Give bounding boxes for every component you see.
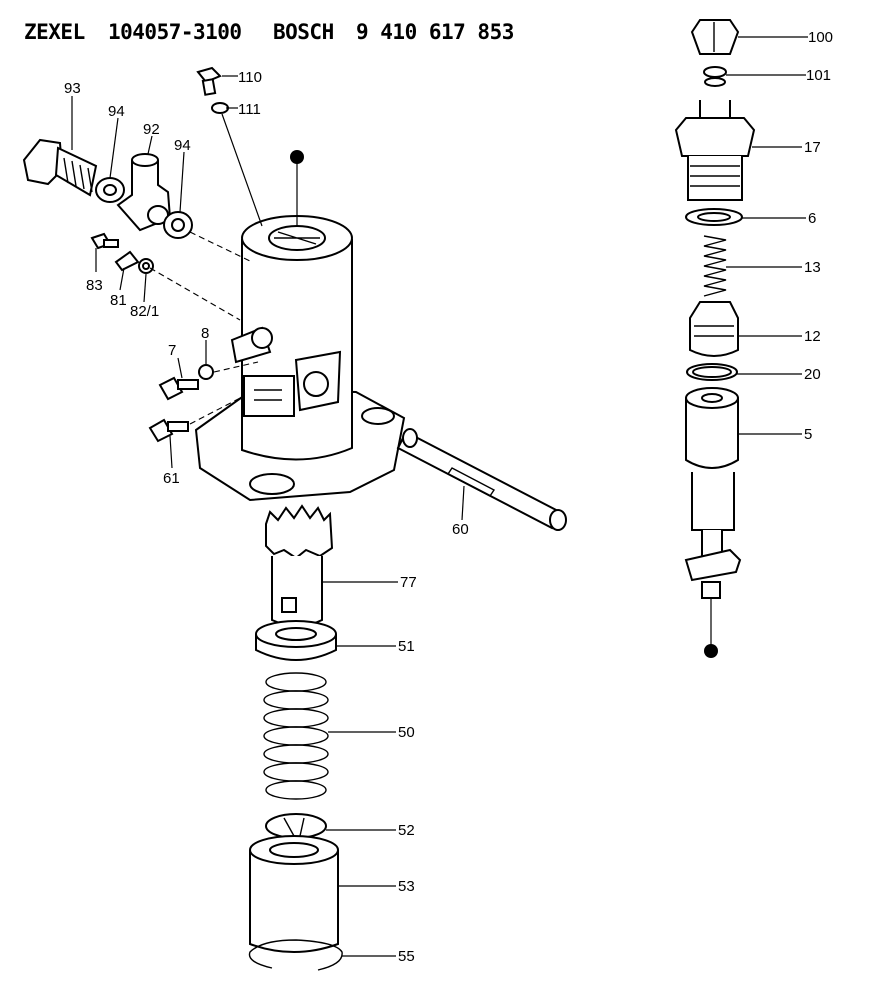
bosch-part-number: 9 410 617 853 <box>356 20 514 44</box>
bolt-83 <box>90 232 119 250</box>
callout-53: 53 <box>398 878 415 895</box>
leader-lines <box>71 36 808 957</box>
callout-100: 100 <box>808 29 833 46</box>
callout-77: 77 <box>400 574 417 591</box>
callout-110: 110 <box>238 69 262 86</box>
callout-50: 50 <box>398 724 415 741</box>
washer-111 <box>211 102 229 114</box>
callout-7: 7 <box>168 342 176 359</box>
tappet-53 <box>249 835 339 953</box>
o-ring-20 <box>686 363 738 381</box>
plunger-spring-50 <box>263 672 329 800</box>
callout-20: 20 <box>804 366 821 383</box>
callout-5: 5 <box>804 426 812 443</box>
bolt-61 <box>148 418 189 443</box>
washer-8 <box>198 364 214 380</box>
spring-seat-52 <box>265 813 327 839</box>
diagram-header: ZEXEL 104057-3100 BOSCH 9 410 617 853 <box>24 20 514 44</box>
assembly-line-lockplate <box>149 267 241 321</box>
callout-52: 52 <box>398 822 415 839</box>
valve-spring-13 <box>703 235 727 297</box>
washer-101 <box>703 66 727 87</box>
callout-81: 81 <box>110 292 127 309</box>
washer-94b <box>163 211 193 239</box>
callout-13: 13 <box>804 259 821 276</box>
assembly-line-banjo <box>189 231 253 263</box>
control-rod-60 <box>396 428 567 531</box>
callout-12: 12 <box>804 328 821 345</box>
brand-zexel: ZEXEL <box>24 20 85 44</box>
callout-55: 55 <box>398 948 415 965</box>
pump-housing <box>194 215 406 502</box>
screw-110 <box>196 66 222 96</box>
callout-94: 94 <box>108 103 125 120</box>
delivery-valve-holder-17 <box>674 100 756 201</box>
callout-93: 93 <box>64 80 81 97</box>
callout-92: 92 <box>143 121 160 138</box>
reference-dot-top <box>290 150 304 164</box>
callout-61: 61 <box>163 470 180 487</box>
callout-8: 8 <box>201 325 209 342</box>
reference-dot-bottom <box>704 644 718 658</box>
brand-bosch: BOSCH <box>273 20 334 44</box>
banjo-fitting-92 <box>116 153 172 232</box>
washer-94a <box>95 177 125 203</box>
delivery-valve-12 <box>689 301 739 357</box>
callout-51: 51 <box>398 638 415 655</box>
callout-6: 6 <box>808 210 816 227</box>
callout-94b: 94 <box>174 137 191 154</box>
bolt-7 <box>158 376 199 401</box>
gasket-6 <box>685 208 743 226</box>
spring-seat-51 <box>255 620 337 661</box>
lock-plate-81 <box>114 250 140 272</box>
callout-101: 101 <box>806 67 831 84</box>
assembly-line-bolt61 <box>189 395 245 425</box>
plunger-barrel-5 <box>684 387 742 599</box>
callout-83: 83 <box>86 277 103 294</box>
callout-60: 60 <box>452 521 469 538</box>
callout-82-1: 82/1 <box>130 303 159 320</box>
washer-82-1 <box>138 258 154 274</box>
callout-17: 17 <box>804 139 821 156</box>
assembly-line-bolt7 <box>213 361 259 373</box>
banjo-bolt-93 <box>22 138 98 197</box>
assembly-line-screw <box>221 113 263 227</box>
gear-sleeve-77 <box>265 504 334 627</box>
zexel-part-number: 104057-3100 <box>108 20 242 44</box>
callout-111: 111 <box>238 101 261 118</box>
circlip-55 <box>248 939 343 971</box>
valve-holder-nut-100 <box>690 19 740 55</box>
